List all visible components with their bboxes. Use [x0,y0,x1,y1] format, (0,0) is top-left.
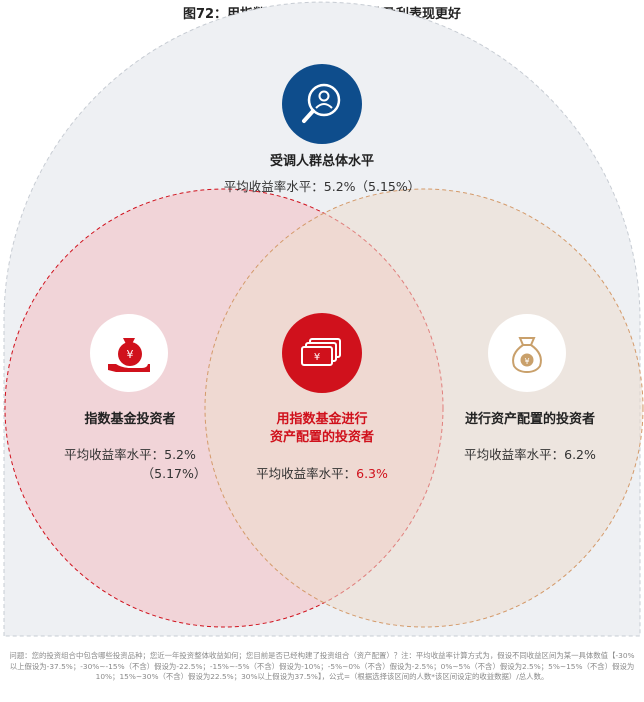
svg-text:¥: ¥ [524,357,529,366]
left-group-label: 指数基金投资者 [84,412,176,427]
center-group-label-line1: 用指数基金进行 [276,412,368,427]
hand-money-bag-icon: ¥ [108,338,150,372]
svg-text:¥: ¥ [127,348,134,361]
left-group-value-detail: （5.17%） [141,466,207,481]
center-group-label-line2: 资产配置的投资者 [269,430,374,445]
right-group-label: 进行资产配置的投资者 [464,412,595,427]
center-icon-circle: ¥ [282,313,362,393]
allocation-circle [204,188,644,628]
top-group-value: 平均收益率水平：5.2%（5.15%） [223,179,421,194]
center-group-value-highlight: 6.3% [356,466,388,481]
svg-text:¥: ¥ [314,352,320,363]
center-group-value: 平均收益率水平：6.3% [212,463,432,482]
top-group-label: 受调人群总体水平 [269,154,374,169]
footnote: 问题：您的投资组合中包含哪些投资品种；您近一年投资整体收益如何；您目前是否已经构… [9,651,635,681]
right-group-value: 平均收益率水平：6.2% [464,447,596,462]
magnifier-person-icon [302,83,341,123]
survey-icon-circle [282,64,362,144]
allocation-icon-circle: ¥ [488,314,566,392]
banknotes-icon: ¥ [301,338,341,366]
index-fund-icon-circle: ¥ [90,314,168,392]
money-bag-icon: ¥ [512,337,542,374]
left-group-value: 平均收益率水平：5.2% [64,447,196,462]
center-group-value-prefix: 平均收益率水平： [256,466,357,481]
